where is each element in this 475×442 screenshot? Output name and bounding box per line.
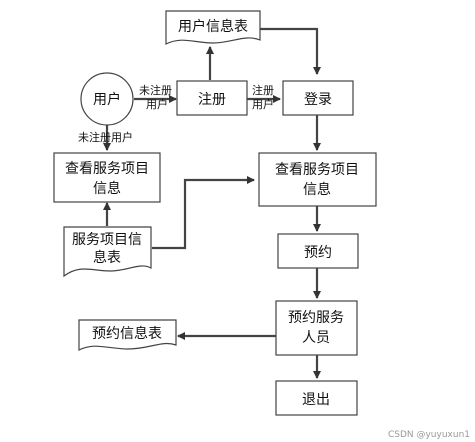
view-service-right-line2: 信息 [303,181,331,198]
register-label: 注册 [198,92,226,108]
service-table-node: 服务项目信 息表 [63,226,152,278]
edge-label-unregistered-user-down: 未注册用户 [78,130,133,144]
service-table-line1: 服务项目信 [72,232,142,248]
reserve-label: 预约 [304,245,332,261]
user-info-table-node: 用户信息表 [165,10,261,45]
user-node: 用户 [80,72,134,126]
exit-node: 退出 [275,380,358,416]
edge-label-registered: 注册 [252,83,274,97]
reserve-staff-line2: 人员 [302,330,330,346]
login-label: 登录 [304,92,332,108]
service-table-line2: 息表 [93,249,121,266]
view-service-left-line1: 查看服务项目 [65,161,149,177]
login-node: 登录 [282,80,354,116]
exit-label: 退出 [302,392,330,408]
view-service-left-line2: 信息 [93,180,121,197]
edge-label-registered-user: 用户 [252,97,274,111]
user-info-table-label: 用户信息表 [178,18,248,35]
edge-label-unregistered: 未注册 [139,83,172,97]
register-node: 注册 [176,80,248,116]
reservation-table-node: 预约信息表 [78,319,177,351]
edge-label-unregistered-user: 用户 [146,97,168,111]
view-service-left-node: 查看服务项目 信息 [53,152,161,203]
reservation-table-label: 预约信息表 [92,325,162,342]
reserve-staff-node: 预约服务 人员 [275,300,358,356]
view-service-right-node: 查看服务项目 信息 [258,152,377,207]
watermark: CSDN @yuyuxun1 [388,430,470,440]
view-service-right-line1: 查看服务项目 [275,162,359,178]
edge-user-info-table-to-login [260,27,321,75]
user-label: 用户 [93,91,121,108]
reserve-node: 预约 [277,233,359,269]
edge-service-table-to-view-service-right [152,176,255,250]
reserve-staff-line1: 预约服务 [288,310,344,326]
